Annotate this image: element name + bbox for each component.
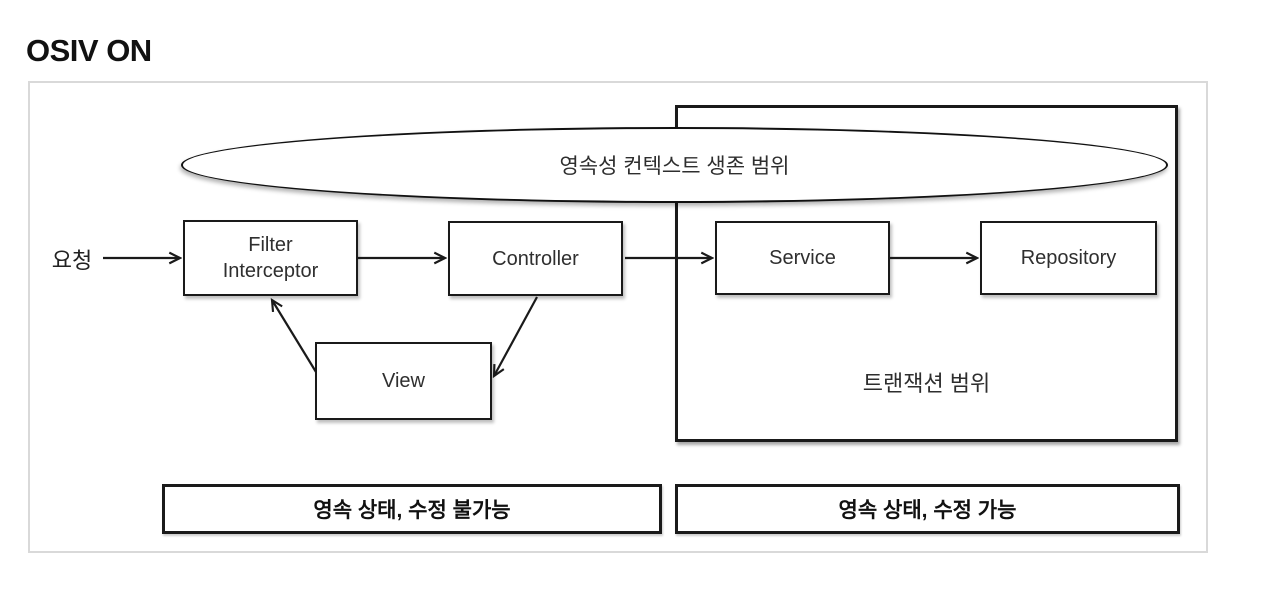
persistence-context-ellipse: 영속성 컨텍스트 생존 범위	[181, 127, 1168, 203]
persistent-state-readonly-label: 영속 상태, 수정 불가능	[313, 499, 511, 522]
diagram-panel: 트랜잭션 범위 영속성 컨텍스트 생존 범위 요청 Filter Interce…	[28, 81, 1208, 553]
view-box: View	[315, 342, 492, 420]
service-label: Service	[769, 247, 836, 269]
request-label: 요청	[51, 248, 93, 273]
arrow-view-to-filter	[272, 300, 317, 373]
controller-label: Controller	[492, 247, 579, 270]
service-box: Service	[715, 221, 890, 295]
persistence-context-label: 영속성 컨텍스트 생존 범위	[559, 155, 790, 178]
interceptor-label: Interceptor	[222, 260, 319, 282]
page-title: OSIV ON	[26, 33, 152, 68]
persistent-state-readonly-box: 영속 상태, 수정 불가능	[162, 484, 662, 534]
persistent-state-editable-label: 영속 상태, 수정 가능	[838, 499, 1017, 522]
repository-label: Repository	[1020, 247, 1117, 269]
filter-interceptor-box: Filter Interceptor	[183, 220, 358, 296]
repository-box: Repository	[980, 221, 1157, 295]
transaction-scope-label: 트랜잭션 범위	[862, 371, 991, 396]
filter-label: Filter	[248, 234, 293, 256]
persistent-state-editable-box: 영속 상태, 수정 가능	[675, 484, 1180, 534]
controller-box: Controller	[448, 221, 623, 296]
view-label: View	[382, 370, 425, 392]
arrow-controller-to-view	[494, 296, 538, 376]
